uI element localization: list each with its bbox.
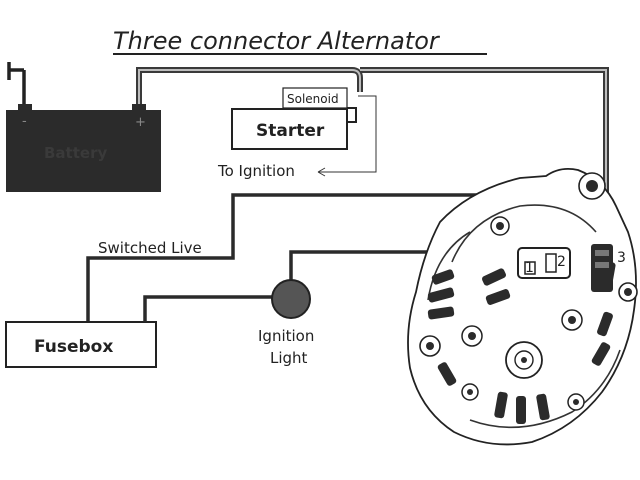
ground-symbol — [7, 62, 26, 110]
alternator-housing — [407, 167, 637, 446]
solenoid-terminal — [347, 107, 357, 123]
to-ignition-wire — [318, 95, 377, 173]
battery-terminal-pos-post — [132, 104, 146, 112]
diagram-title: Three connector Alternator — [113, 27, 441, 55]
switched-live-label: Switched Live — [98, 239, 202, 257]
to-ignition-label: To Ignition — [217, 162, 295, 180]
battery-label: Battery — [44, 144, 107, 162]
starter-label: Starter — [256, 121, 325, 141]
solenoid-label: Solenoid — [287, 92, 339, 106]
fusebox-box — [5, 321, 157, 368]
alternator-pin-1: 1 — [525, 260, 534, 276]
ignition-light — [271, 279, 311, 319]
starter-box — [231, 108, 348, 150]
fusebox-label: Fusebox — [34, 337, 113, 357]
ignition-light-label-1: Ignition — [258, 327, 314, 345]
alternator-pin-2: 2 — [557, 254, 566, 270]
alternator — [407, 167, 638, 446]
alternator-pin-3: 3 — [617, 250, 626, 266]
battery-pos-label: + — [135, 115, 146, 130]
ignition-light-label-2: Light — [270, 349, 308, 367]
to-ignition-arrow — [317, 167, 326, 177]
battery-positive-cable-core — [138, 69, 607, 245]
battery-body — [6, 110, 161, 192]
battery-neg-label: - — [22, 114, 27, 129]
battery-terminal-neg-post — [18, 104, 32, 112]
fusebox-to-lamp-wire — [143, 295, 272, 322]
battery: - + Battery — [6, 104, 161, 192]
